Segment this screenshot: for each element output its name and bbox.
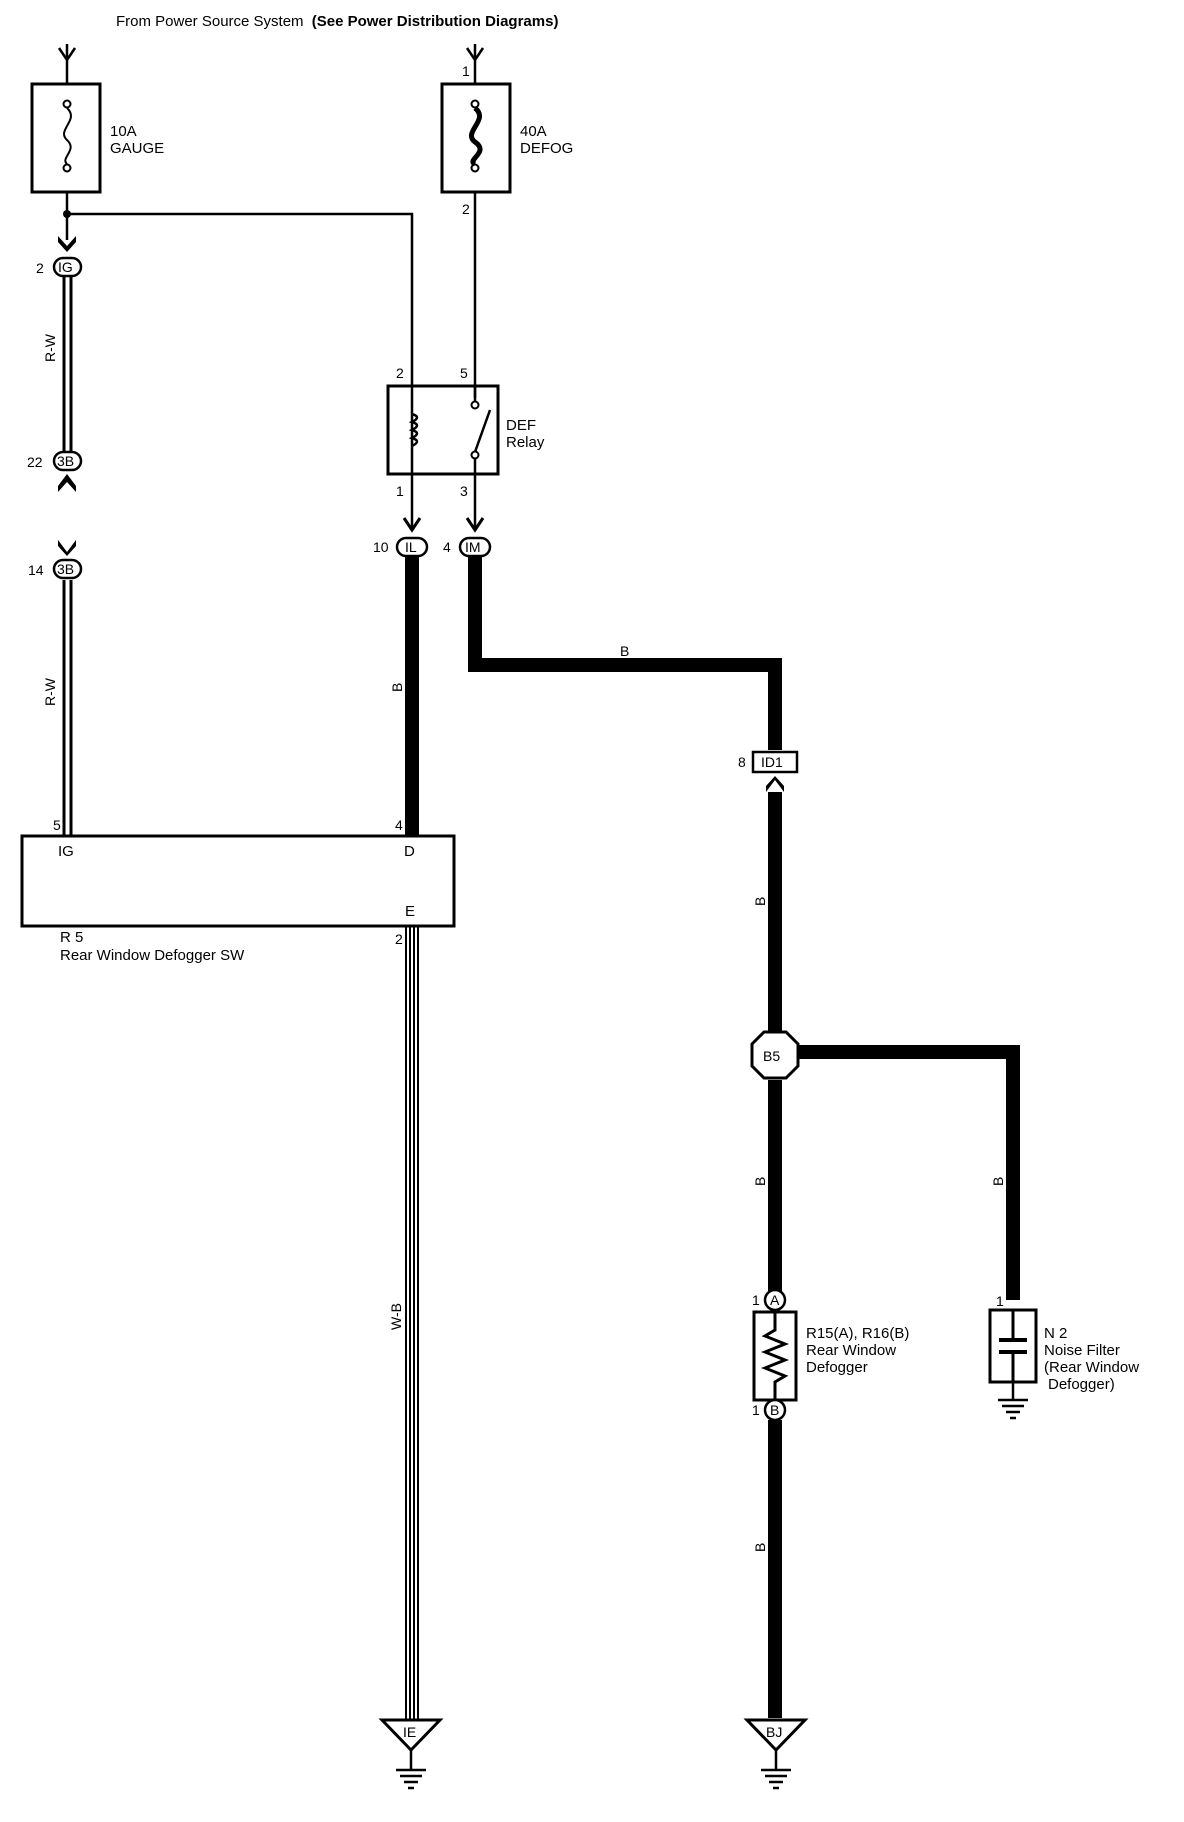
noise-filter-name-line4: Defogger) — [1048, 1376, 1115, 1393]
noise-filter — [988, 1308, 1038, 1420]
switch-terminal-e: E — [405, 903, 415, 920]
switch-name: Rear Window Defogger SW — [60, 947, 245, 964]
power-source-label: From Power Source System (See Power Dist… — [116, 13, 558, 30]
connector-id1 — [751, 750, 799, 792]
connector-3b-upper — [52, 450, 83, 472]
connector-im-label: IM — [465, 539, 481, 555]
connector-il-label: IL — [405, 539, 417, 555]
wire-label-b-b5-down: B — [752, 1177, 768, 1186]
defogger-pin-top: 1 — [752, 1292, 760, 1308]
connector-3b-lower-label: 3B — [57, 561, 74, 577]
thick-wires — [405, 556, 1020, 1718]
fuse-gauge — [30, 82, 102, 194]
noise-filter-pin: 1 — [996, 1293, 1004, 1309]
connector-id1-pin: 8 — [738, 754, 746, 770]
noise-filter-id: N 2 — [1044, 1325, 1067, 1342]
junction-dot — [63, 210, 71, 218]
thin-wires — [65, 192, 477, 530]
wire-label-wb: W-B — [388, 1303, 404, 1330]
defogger-conn-b: B — [770, 1402, 779, 1418]
def-relay — [386, 384, 500, 476]
fuse-defog-pin-2: 2 — [462, 201, 470, 217]
defogger-conn-a: A — [770, 1292, 780, 1308]
defogger-name-line2: Rear Window — [806, 1342, 896, 1359]
noise-filter-name-line3: (Rear Window — [1044, 1359, 1139, 1376]
wire-label-rw-upper: R-W — [42, 333, 58, 362]
relay-name-line2: Relay — [506, 434, 545, 451]
arrow-into-im — [465, 517, 485, 533]
defogger-name-line3: Defogger — [806, 1359, 868, 1376]
connector-il-pin: 10 — [373, 539, 389, 555]
defogger-id: R15(A), R16(B) — [806, 1325, 909, 1342]
fuse-gauge-name: GAUGE — [110, 140, 164, 157]
relay-pin-5: 5 — [460, 365, 468, 381]
ground-ie — [378, 1718, 444, 1790]
relay-pin-1: 1 — [396, 483, 404, 499]
ground-ie-label: IE — [403, 1724, 416, 1740]
connector-3b-upper-pin: 22 — [27, 454, 43, 470]
wire-label-rw-lower: R-W — [42, 677, 58, 706]
wire-label-b-il: B — [389, 683, 405, 692]
junction-b5 — [750, 1030, 800, 1080]
noise-filter-name-line2: Noise Filter — [1044, 1342, 1120, 1359]
connector-3b-lower — [52, 558, 83, 580]
connector-ig-pin: 2 — [36, 260, 44, 276]
fuse-defog-pin-1: 1 — [462, 63, 470, 79]
defogger-switch — [20, 834, 456, 928]
fuse-defog-name: DEFOG — [520, 140, 573, 157]
relay-name-line1: DEF — [506, 417, 536, 434]
relay-pin-3: 3 — [460, 483, 468, 499]
fuse-gauge-rating: 10A — [110, 123, 137, 140]
wire-rw — [62, 262, 73, 836]
connector-id1-label: ID1 — [761, 754, 783, 770]
relay-pin-2: 2 — [396, 365, 404, 381]
wire-label-b-ground: B — [752, 1543, 768, 1552]
wire-label-b-im: B — [620, 643, 629, 659]
fuse-defog — [440, 82, 512, 194]
connector-arrows-ig — [58, 236, 76, 252]
wire-wb — [405, 926, 419, 1720]
switch-id: R 5 — [60, 929, 83, 946]
switch-pin-e: 2 — [395, 931, 403, 947]
input-arrow-left — [57, 44, 77, 84]
connector-3b-lower-pin: 14 — [28, 562, 44, 578]
connector-3b-upper-label: 3B — [57, 453, 74, 469]
rear-window-defogger — [752, 1288, 798, 1422]
switch-pin-d: 4 — [395, 817, 403, 833]
ground-bj-label: BJ — [766, 1724, 782, 1740]
connector-im-pin: 4 — [443, 539, 451, 555]
connector-arrows-3b — [58, 474, 76, 556]
fuse-defog-rating: 40A — [520, 123, 547, 140]
connector-ig-label: IG — [58, 259, 73, 275]
ground-bj — [743, 1718, 809, 1790]
wire-label-b-id1: B — [752, 897, 768, 906]
wire-label-b-b5-right: B — [990, 1177, 1006, 1186]
switch-terminal-ig: IG — [58, 843, 74, 860]
input-arrow-right — [465, 44, 485, 84]
arrow-into-il — [402, 517, 422, 533]
connector-ig — [52, 256, 83, 278]
switch-terminal-d: D — [404, 843, 415, 860]
switch-pin-ig: 5 — [53, 817, 61, 833]
defogger-pin-bottom: 1 — [752, 1402, 760, 1418]
junction-b5-label: B5 — [763, 1048, 780, 1064]
